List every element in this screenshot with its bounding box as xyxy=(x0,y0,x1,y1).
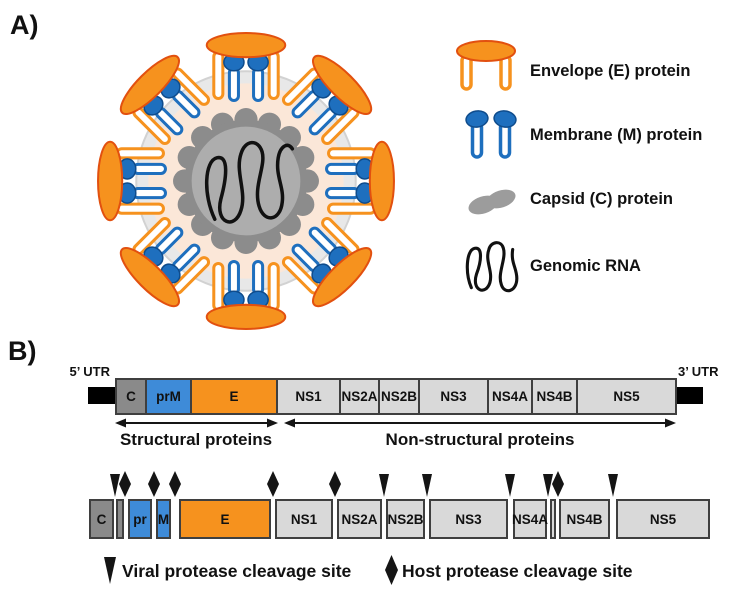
panel-a-label: A) xyxy=(10,10,39,40)
host-cleavage-legend-icon xyxy=(385,555,398,585)
genome-segment-NS2B: NS2B xyxy=(378,378,420,415)
genomic-rna-strand xyxy=(204,140,295,224)
host-cleavage-marker xyxy=(552,471,564,497)
legend-envelope-label: Envelope (E) protein xyxy=(530,62,691,80)
genomic-rna-icon xyxy=(465,241,519,293)
genome-segment-NS5: NS5 xyxy=(576,378,677,415)
viral-cleavage-marker xyxy=(607,474,618,497)
genome-segment-NS2A: NS2A xyxy=(339,378,380,415)
polyprotein-segment-NS5: NS5 xyxy=(616,499,710,539)
legend-rna-label: Genomic RNA xyxy=(530,257,641,275)
capsid-protein-icon xyxy=(468,189,516,215)
legend-membrane-label: Membrane (M) protein xyxy=(530,126,703,144)
utr3-label: 3’ UTR xyxy=(678,364,719,379)
polyprotein-segment-pr: pr xyxy=(128,499,152,539)
viral-cleavage-marker xyxy=(504,474,515,497)
polyprotein-segment-C: C xyxy=(89,499,114,539)
host-cleavage-marker xyxy=(329,471,341,497)
host-cleavage-marker xyxy=(148,471,160,497)
structural-proteins-label: Structural proteins xyxy=(119,430,273,449)
polyprotein-segment-NS4B: NS4B xyxy=(559,499,610,539)
host-cleavage-marker xyxy=(119,471,131,497)
panel-b-label: B) xyxy=(8,336,37,366)
membrane-protein-icon xyxy=(465,110,517,159)
viral-cleavage-marker xyxy=(109,474,120,497)
genome-segment-NS4A: NS4A xyxy=(487,378,533,415)
host-cleavage-marker xyxy=(267,471,279,497)
envelope-protein-icon xyxy=(456,40,516,91)
genome-bar: C prM E NS1 NS2A NS2B NS3 NS4A NS4B NS5 xyxy=(115,378,677,415)
genome-segment-NS3: NS3 xyxy=(418,378,489,415)
utr3-box xyxy=(675,387,703,404)
viral-cleavage-legend-label: Viral protease cleavage site xyxy=(122,561,352,581)
polyprotein-segment-2k xyxy=(550,499,556,539)
nonstructural-proteins-label: Non-structural proteins xyxy=(385,430,575,449)
legend-capsid-label: Capsid (C) protein xyxy=(530,190,673,208)
polyprotein-segment-NS2A: NS2A xyxy=(337,499,382,539)
polyprotein-segment-NS3: NS3 xyxy=(429,499,508,539)
utr5-box xyxy=(88,387,117,404)
genome-segment-NS1: NS1 xyxy=(276,378,341,415)
host-cleavage-legend-label: Host protease cleavage site xyxy=(402,561,633,581)
viral-cleavage-marker xyxy=(378,474,389,497)
utr5-label: 5’ UTR xyxy=(69,364,110,379)
virus-particle-diagram xyxy=(96,31,396,331)
polyprotein-segment-anchor xyxy=(116,499,124,539)
genome-segment-NS4B: NS4B xyxy=(531,378,578,415)
protein-range-arrows xyxy=(115,418,676,428)
polyprotein-segment-M: M xyxy=(156,499,171,539)
viral-cleavage-marker xyxy=(421,474,432,497)
host-cleavage-marker xyxy=(169,471,181,497)
viral-cleavage-marker xyxy=(542,474,553,497)
polyprotein-segment-NS4A: NS4A xyxy=(512,499,548,539)
genome-segment-E: E xyxy=(190,378,278,415)
viral-cleavage-legend-icon xyxy=(104,557,116,584)
polyprotein-segment-NS1: NS1 xyxy=(275,499,333,539)
genome-segment-C: C xyxy=(115,378,147,415)
polyprotein-segment-NS2B: NS2B xyxy=(386,499,425,539)
genome-segment-prM: prM xyxy=(145,378,192,415)
polyprotein-segment-E: E xyxy=(179,499,271,539)
capsid-shell xyxy=(173,108,319,254)
